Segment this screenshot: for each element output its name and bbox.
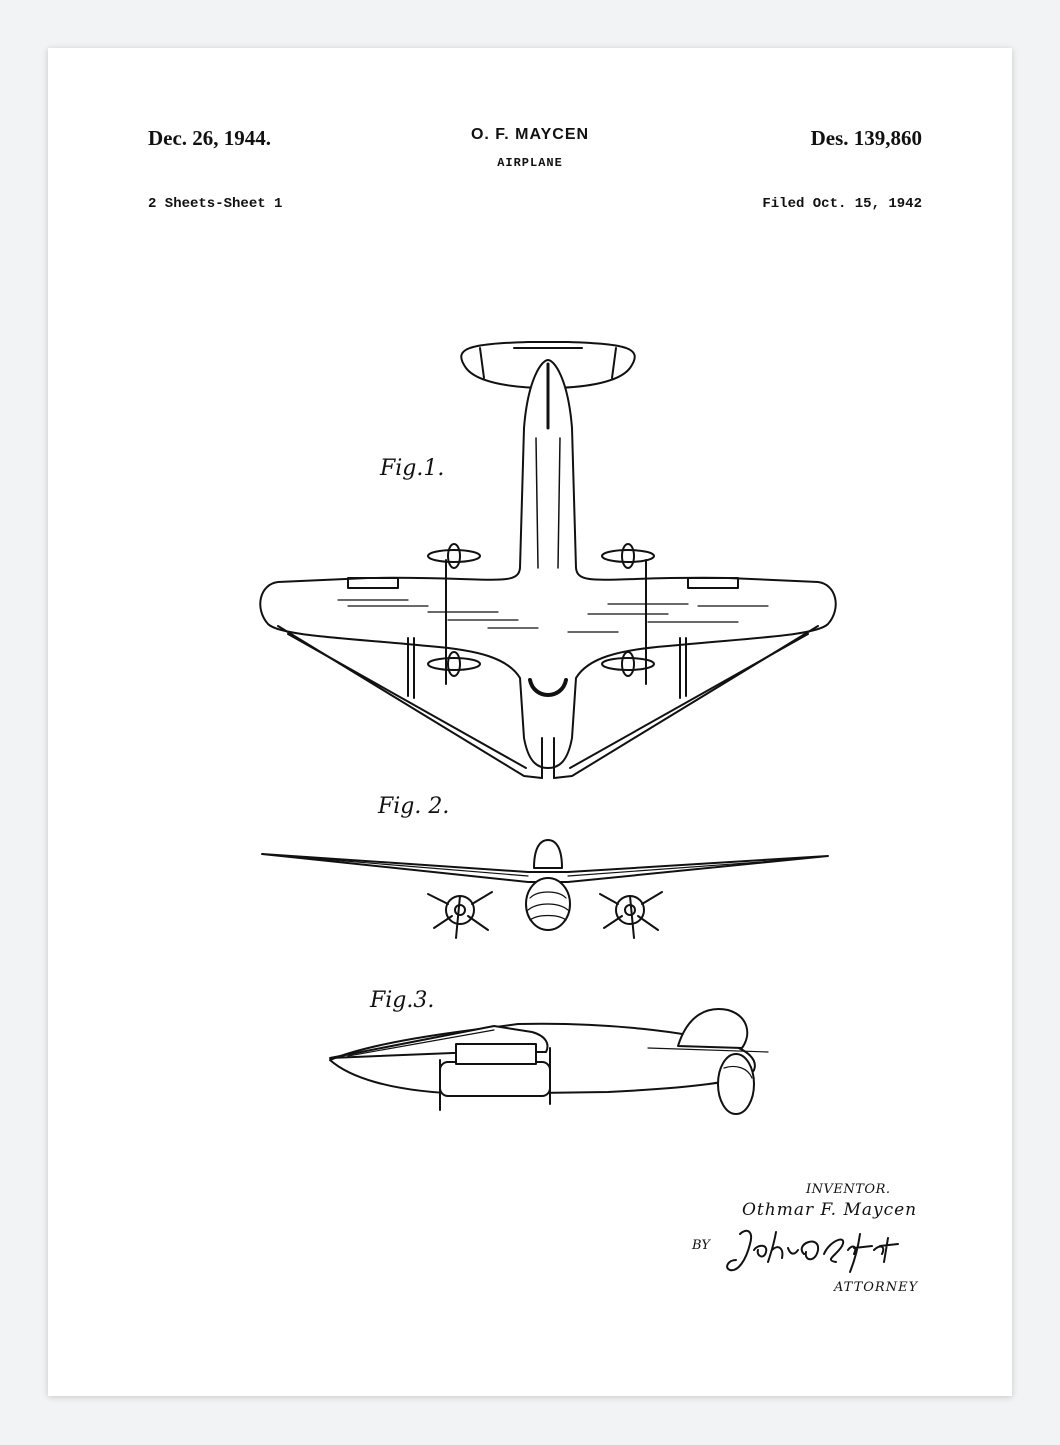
inventor-short-name: O. F. MAYCEN <box>470 126 590 143</box>
figure-2-front-view <box>261 839 829 939</box>
attorney-signature <box>726 1229 899 1273</box>
filing-date: Filed Oct. 15, 1942 <box>762 196 922 212</box>
figure-2-label: Fig. 2. <box>378 794 450 819</box>
inventor-name: Othmar F. Maycen <box>742 1200 918 1220</box>
patent-title: AIRPLANE <box>497 156 563 170</box>
patent-sheet: Dec. 26, 1944. O. F. MAYCEN Des. 139,860… <box>48 48 1012 1396</box>
attorney-label: ATTORNEY <box>834 1280 919 1295</box>
sheet-count: 2 Sheets-Sheet 1 <box>148 196 283 212</box>
figure-1-top-view <box>259 341 837 779</box>
patent-date: Dec. 26, 1944. <box>148 126 272 150</box>
by-label: BY <box>692 1238 710 1253</box>
figure-3-side-view <box>329 1008 769 1115</box>
figure-3-label: Fig.3. <box>370 988 435 1013</box>
airplane-drawings <box>259 341 837 1115</box>
inventor-label: INVENTOR. <box>806 1182 891 1197</box>
figure-1-label: Fig.1. <box>380 456 445 481</box>
patent-number: Des. 139,860 <box>810 126 922 150</box>
